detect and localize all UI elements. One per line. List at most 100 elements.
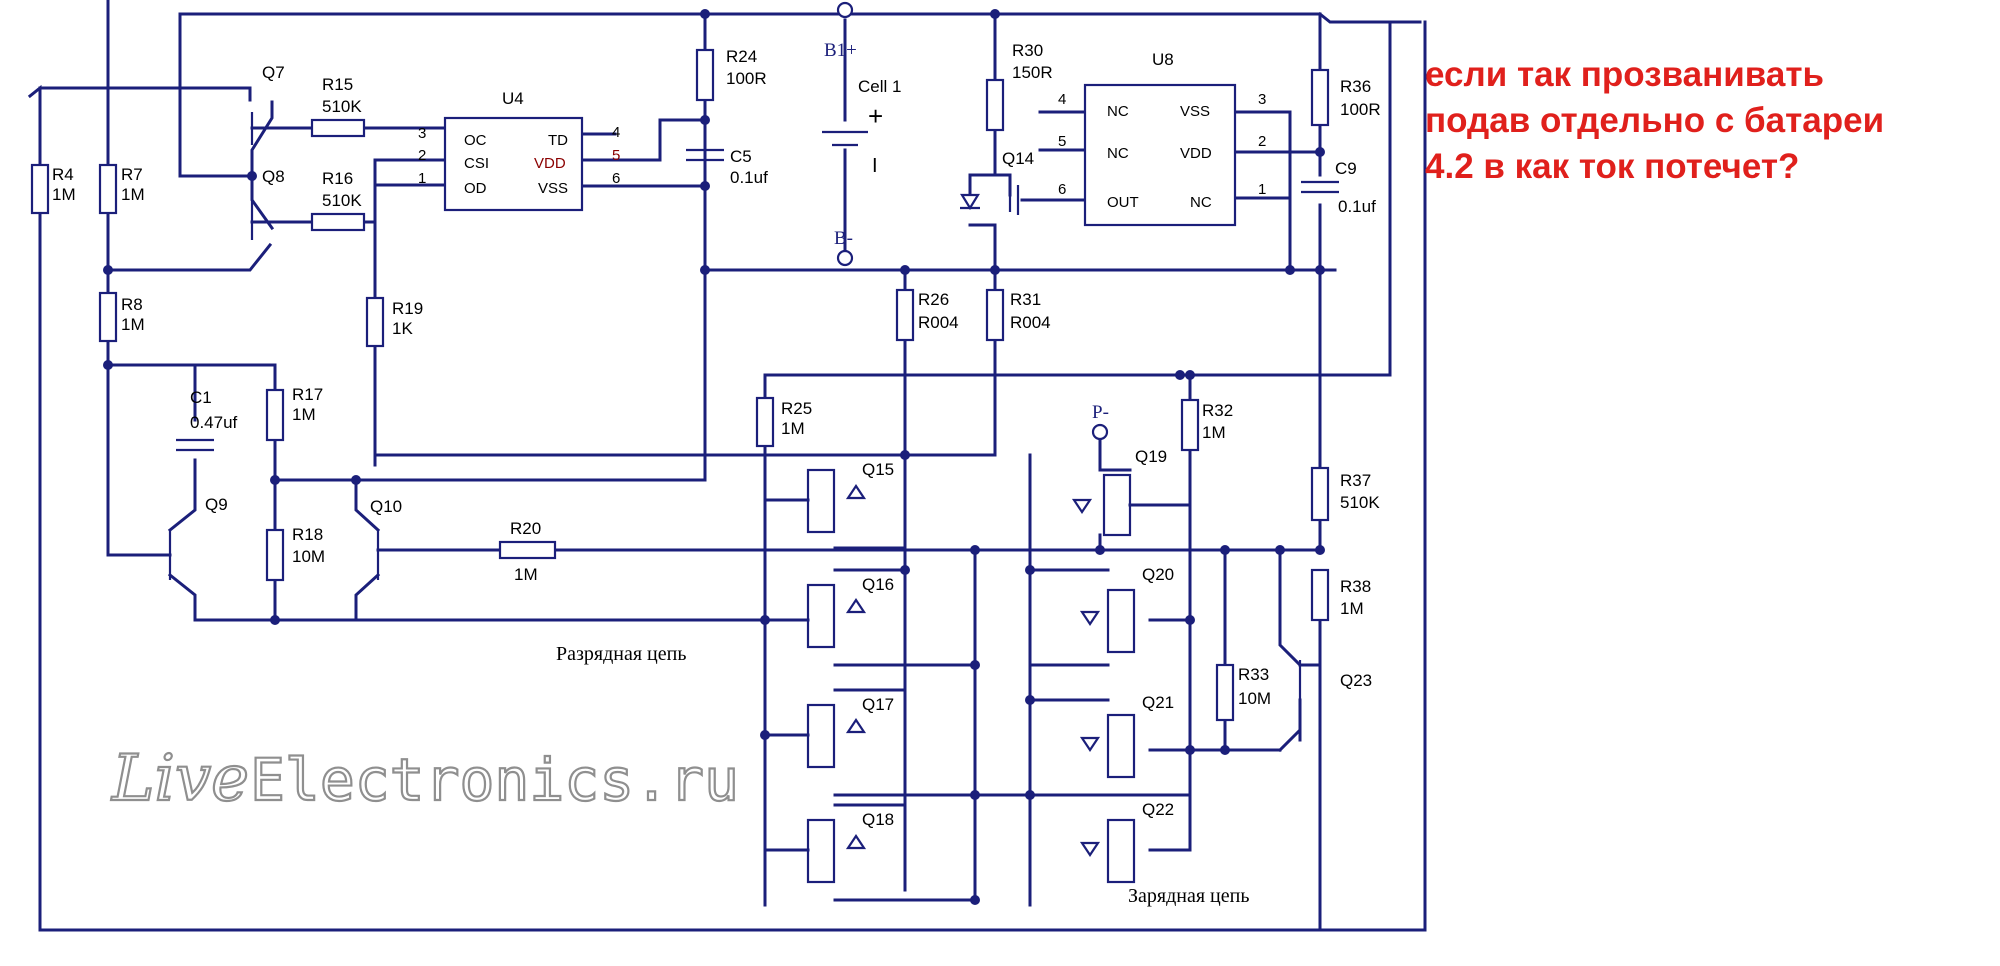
c9-value: 0.1uf	[1338, 197, 1376, 216]
r31-body	[985, 288, 1005, 342]
q21-ref: Q21	[1142, 693, 1174, 712]
q8-ref: Q8	[262, 167, 285, 186]
watermark-text: Electronics.ru	[250, 746, 739, 814]
p-minus-terminal[interactable]	[1091, 423, 1109, 441]
r36-ref: R36	[1340, 77, 1371, 96]
u8-pin-nc-1: NC	[1190, 194, 1212, 211]
u4-num-1: 1	[418, 170, 426, 187]
u4-num-3: 3	[418, 125, 426, 142]
u4-pin-vdd: VDD	[534, 155, 566, 172]
q19-ref: Q19	[1135, 447, 1167, 466]
r7-ref: R7	[121, 165, 143, 184]
r36-body	[1310, 68, 1330, 127]
r4-body	[30, 163, 50, 215]
u8-num-5: 5	[1058, 133, 1066, 150]
q10-ref: Q10	[370, 497, 402, 516]
c9-ref: C9	[1335, 159, 1357, 178]
r37-body	[1310, 466, 1330, 522]
q20-ref: Q20	[1142, 565, 1174, 584]
u4-num-4: 4	[612, 124, 620, 141]
c5-value: 0.1uf	[730, 168, 768, 187]
c1-ref: C1	[190, 388, 212, 407]
b-plus-terminal[interactable]	[836, 1, 854, 19]
cell-label: Cell 1	[858, 77, 901, 96]
r18-body	[265, 528, 285, 582]
b-minus-label: B-	[834, 228, 853, 249]
u8-num-3: 3	[1258, 91, 1266, 108]
q17-ref: Q17	[862, 695, 894, 714]
r31-ref: R31	[1010, 290, 1041, 309]
r37-ref: R37	[1340, 471, 1371, 490]
r30-body	[985, 78, 1005, 132]
r24-ref: R24	[726, 47, 757, 66]
u8-pin-vdd: VDD	[1180, 145, 1212, 162]
capacitors: C1 0.47uf C5 0.1uf C9 0.1uf	[176, 147, 1376, 452]
c1-value: 0.47uf	[190, 413, 238, 432]
r16-value: 510K	[322, 191, 362, 210]
r33-value: 10M	[1238, 689, 1271, 708]
question-line-2: подав отдельно с батареи	[1425, 101, 1885, 140]
discharge-circuit-label: Разрядная цепь	[556, 643, 686, 665]
r24-value: 100R	[726, 69, 767, 88]
c5-ref: C5	[730, 147, 752, 166]
u8-pin-nc-4: NC	[1107, 103, 1129, 120]
u4-body	[443, 116, 584, 212]
r38-body	[1310, 568, 1330, 622]
r26-body	[895, 288, 915, 342]
q14-ref: Q14	[1002, 149, 1034, 168]
r26-value: R004	[918, 313, 959, 332]
r19-value: 1K	[392, 319, 413, 338]
r36-value: 100R	[1340, 100, 1381, 119]
r32-body	[1180, 398, 1200, 452]
u4-pin-csi: CSI	[464, 155, 489, 172]
q14-body-diode	[960, 193, 980, 211]
r15-ref: R15	[322, 75, 353, 94]
u4-num-2: 2	[418, 147, 426, 164]
watermark: Live Electronics.ru	[110, 741, 740, 817]
q22-ref: Q22	[1142, 800, 1174, 819]
r38-value: 1M	[1340, 599, 1364, 618]
u4-pin-od: OD	[464, 180, 487, 197]
r17-value: 1M	[292, 405, 316, 424]
charge-circuit-label: Зарядная цепь	[1128, 885, 1249, 907]
resistors: R4 1M R7 1M R8 1M R17 1M R18 10M R19 1K …	[30, 41, 1381, 722]
ic-u8: U8 NC NC OUT VSS VDD NC 4 5 6 3 2 1	[1058, 50, 1266, 227]
u4-pin-oc: OC	[464, 132, 487, 149]
q9-ref: Q9	[205, 495, 228, 514]
wires	[27, 0, 1427, 932]
junction-dots	[103, 9, 1325, 905]
r15-body	[310, 118, 366, 138]
u8-pin-nc-5: NC	[1107, 145, 1129, 162]
question-annotation: если так прозванивать подав отдельно с б…	[1425, 52, 1995, 190]
r31-value: R004	[1010, 313, 1051, 332]
u4-num-5: 5	[612, 147, 620, 164]
r8-ref: R8	[121, 295, 143, 314]
r19-ref: R19	[392, 299, 423, 318]
b-plus-label: B1+	[824, 40, 857, 61]
u8-num-6: 6	[1058, 181, 1066, 198]
r17-body	[265, 388, 285, 442]
battery-cell: B1+ B- Cell 1 + I P-	[822, 1, 1109, 441]
q18-ref: Q18	[862, 810, 894, 829]
question-line-3: 4.2 в как ток потечет?	[1425, 147, 1800, 186]
u8-pin-out: OUT	[1107, 194, 1139, 211]
b-minus-terminal[interactable]	[836, 249, 854, 267]
r4-value: 1M	[52, 185, 76, 204]
r30-ref: R30	[1012, 41, 1043, 60]
r15-value: 510K	[322, 97, 362, 116]
r16-ref: R16	[322, 169, 353, 188]
q16-ref: Q16	[862, 575, 894, 594]
u4-pin-td: TD	[548, 132, 568, 149]
r7-body	[98, 163, 118, 215]
r24-body	[695, 48, 715, 102]
bipolar-transistors: Q7 Q8 Q9 Q10 Q23	[168, 63, 1372, 705]
u8-body	[1083, 83, 1237, 227]
r19-body	[365, 296, 385, 348]
r4-ref: R4	[52, 165, 74, 184]
r30-value: 150R	[1012, 63, 1053, 82]
r37-value: 510K	[1340, 493, 1380, 512]
r25-value: 1M	[781, 419, 805, 438]
u8-num-4: 4	[1058, 91, 1066, 108]
r8-value: 1M	[121, 315, 145, 334]
q23-ref: Q23	[1340, 671, 1372, 690]
